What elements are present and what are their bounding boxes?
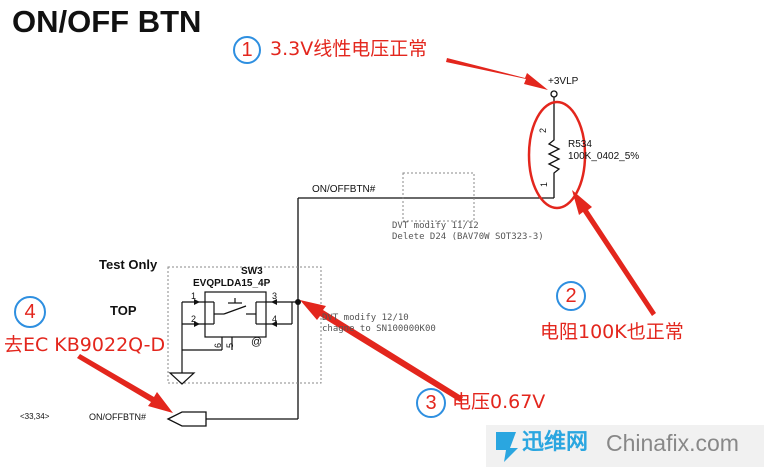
test-only-label: Test Only [99,257,158,272]
arrow-3 [300,300,463,402]
watermark-en: Chinafix.com [606,430,739,456]
switch-ref: SW3 [241,266,263,277]
net-label-bottom: ON/OFFBTN# [89,412,147,422]
annotation-2-text: 电阻100K也正常 [540,321,684,343]
switch-part: EVQPLDA15_4P [193,278,271,289]
resistor-value: 100K_0402_5% [568,151,640,162]
switch-pin-1: 1 [191,291,197,301]
junction-dot [295,299,301,305]
arrow-4 [77,354,173,413]
dvt-note1-line2: Delete D24 (BAV70W SOT323-3) [392,232,544,242]
watermark-logo-icon [496,432,518,462]
annotation-1-badge: 1 [233,36,261,64]
watermark-logo [486,425,764,467]
switch-pin-5: 5 [225,342,236,349]
annotation-4-text: 去EC KB9022Q-D [4,334,166,356]
offpage-connector [166,411,207,427]
net-ref: <33,34> [20,412,50,421]
page-title: ON/OFF BTN [12,4,202,39]
annotation-4-badge: 4 [14,296,46,328]
switch-pin-3: 3 [272,291,278,301]
switch-sw3-symbol [181,291,293,373]
resistor-pin-top: 2 [538,127,549,134]
dvt-note2-line1: DVT modify 12/10 [322,313,409,323]
dvt-note1-box [402,172,475,222]
watermark-cn: 迅维网 [522,430,589,455]
pin-arrows [194,299,277,327]
switch-pin-2: 2 [191,314,197,324]
arrow-2 [572,190,656,316]
resistor-ref: R534 [568,139,592,150]
test-only-box [167,266,322,384]
dvt-note1-line1: DVT modify 11/12 [392,221,479,231]
annotation-1-text: 3.3V线性电压正常 [270,38,428,60]
annotation-2-badge: 2 [556,281,586,311]
net-wire [206,198,300,420]
ground-symbol [168,372,196,385]
annotation-3-text: 电压0.67V [452,391,546,413]
resistor-pin-bottom: 1 [539,181,550,188]
top-label: TOP [110,303,137,318]
switch-marker: @ [251,336,263,348]
callout-arrows [77,58,656,413]
arrow-1 [446,58,548,90]
switch-pin-6: 6 [213,342,224,349]
resistor-highlight-ellipse [527,100,587,210]
net-label-top: ON/OFFBTN# [312,184,376,195]
resistor-r534-symbol [547,135,561,178]
dvt-note2-line2: chagne to SN100000K00 [322,324,436,334]
power-rail-label: +3VLP [548,76,579,87]
annotation-3-badge: 3 [416,388,446,418]
switch-pin-4: 4 [272,314,278,324]
power-rail [298,90,561,199]
